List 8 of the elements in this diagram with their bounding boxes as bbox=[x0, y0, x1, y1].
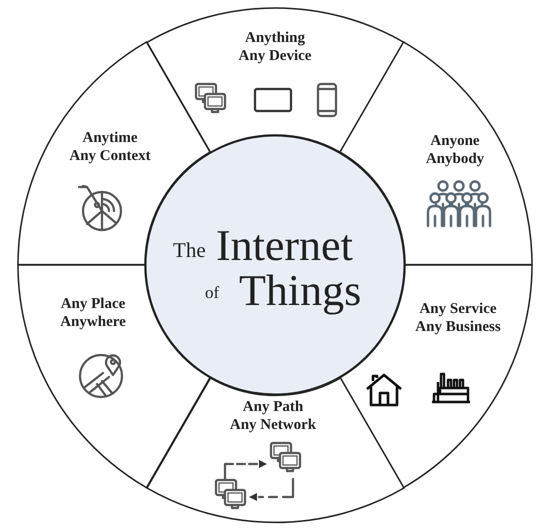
segment-label: Any Place Anywhere bbox=[59, 295, 127, 331]
segment-label: Anytime Any Context bbox=[68, 128, 152, 165]
segment-label: Anything Any Device bbox=[238, 29, 312, 65]
segment-label: Any Service Any Business bbox=[414, 300, 502, 336]
segment-label: Anyone Anybody bbox=[424, 132, 486, 168]
segment-label: Any Path Any Network bbox=[228, 398, 318, 434]
center-title: The bbox=[173, 238, 206, 262]
center-title: of bbox=[205, 283, 220, 303]
